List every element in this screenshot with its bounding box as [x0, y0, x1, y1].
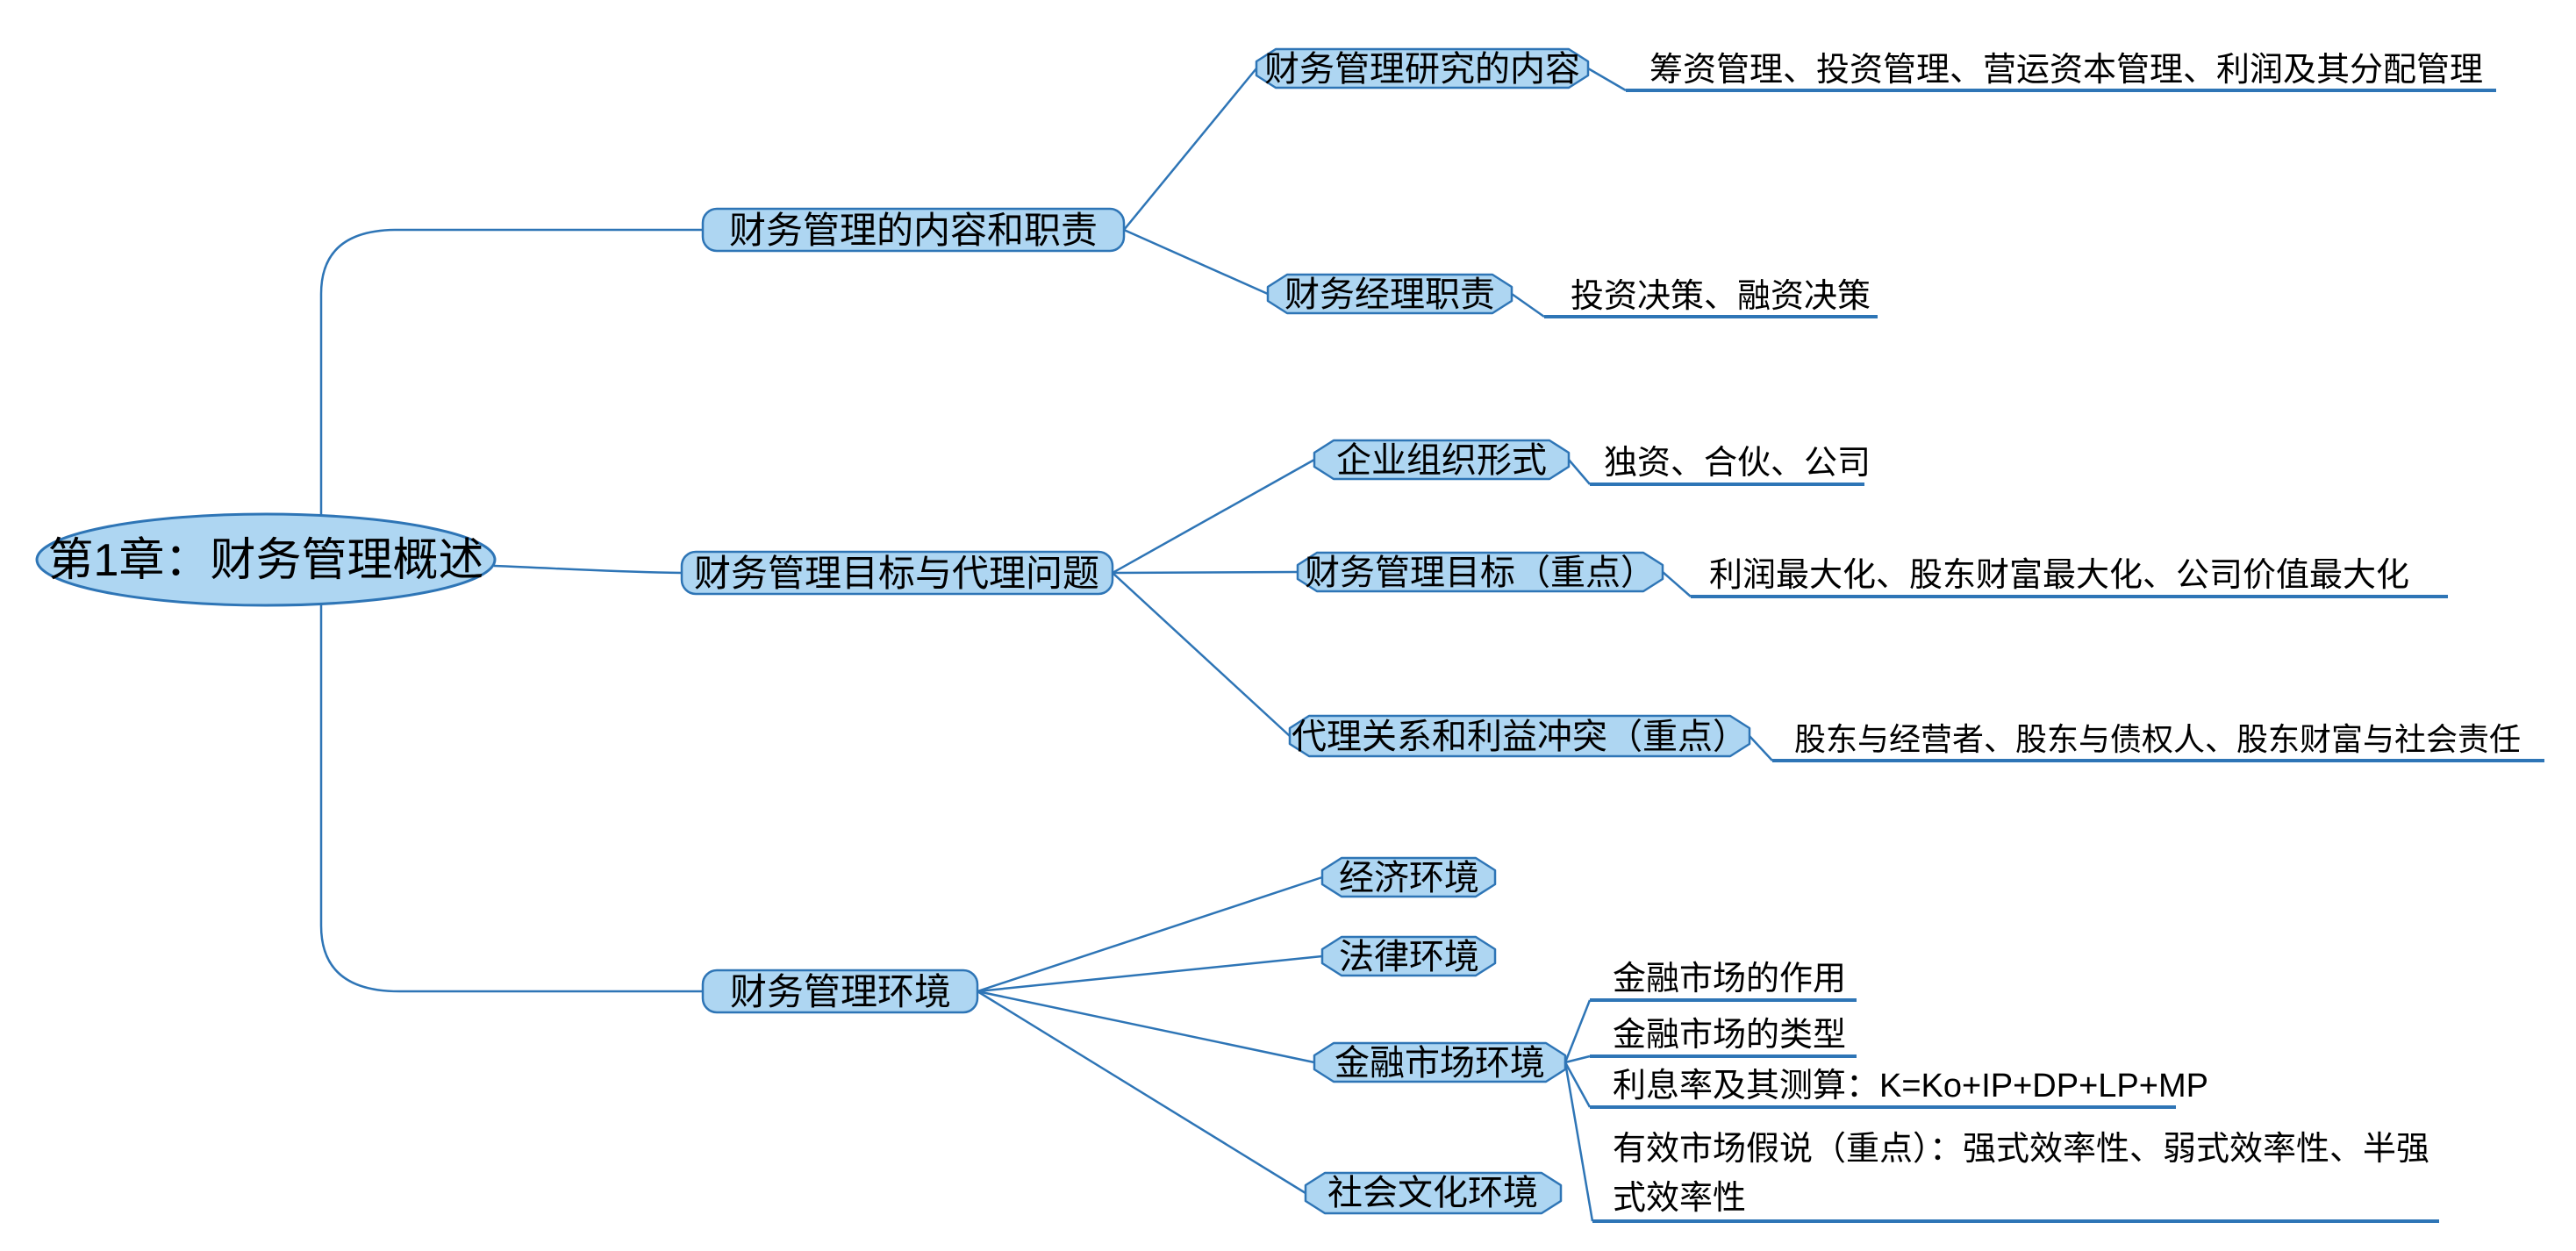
topic-node-label: 经济环境	[1339, 859, 1479, 897]
branch-node-label: 财务管理目标与代理问题	[694, 553, 1099, 594]
root-node-label: 第1章：财务管理概述	[48, 535, 484, 586]
topic-node-agency-conflicts[interactable]: 代理关系和利益冲突（重点）	[1288, 714, 1751, 758]
note-financial-market-role[interactable]: 金融市场的作用	[1563, 961, 1857, 1063]
topic-node-shape[interactable]	[1320, 935, 1497, 977]
note-branch-slant	[1563, 1062, 1594, 1222]
note-topic-fm-goals[interactable]: 利润最大化、股东财富最大化、公司价值最大化	[1662, 557, 2448, 598]
note-text-line-1: 有效市场假说（重点）：强式效率性、弱式效率性、半强	[1613, 1131, 2429, 1168]
connector-branch1-to-child1	[1123, 68, 1257, 231]
note-text: 股东与经营者、股东与债权人、股东财富与社会责任	[1794, 721, 2521, 757]
topic-node-fm-goals[interactable]: 财务管理目标（重点）	[1296, 551, 1664, 593]
note-text: 利息率及其测算：K=Ko+IP+DP+LP+MP	[1613, 1068, 2208, 1104]
note-topic-org-forms[interactable]: 独资、合伙、公司	[1568, 445, 1871, 486]
topic-node-shape[interactable]	[1320, 856, 1497, 898]
topic-node-shape[interactable]	[1313, 439, 1571, 481]
connector-branch3-to-child1	[977, 876, 1323, 993]
topic-node-shape[interactable]	[1313, 1041, 1567, 1083]
connector-root-to-branch-1	[319, 228, 703, 525]
connector-branch2-to-child2	[1112, 570, 1299, 575]
note-financial-market-types[interactable]: 金融市场的类型	[1564, 1017, 1857, 1064]
branch-node-shape[interactable]	[701, 969, 979, 1014]
note-efficient-market-hypothesis[interactable]: 有效市场假说（重点）：强式效率性、弱式效率性、半强 式效率性	[1563, 1062, 2439, 1223]
topic-node-shape[interactable]	[1255, 47, 1590, 89]
topic-node-label: 企业组织形式	[1336, 441, 1547, 480]
topic-node-shape[interactable]	[1266, 273, 1513, 315]
note-topic-agency-conflicts[interactable]: 股东与经营者、股东与债权人、股东财富与社会责任	[1749, 721, 2544, 762]
note-text-line-2: 式效率性	[1613, 1180, 1746, 1217]
connector-branch3-to-child4	[977, 990, 1306, 1195]
topic-node-social-cultural-env[interactable]: 社会文化环境	[1304, 1171, 1563, 1215]
note-text: 投资决策、融资决策	[1571, 278, 1871, 315]
topic-node-shape[interactable]	[1304, 1171, 1563, 1215]
topic-node-shape[interactable]	[1296, 551, 1664, 593]
topic-node-financial-market-env[interactable]: 金融市场环境	[1313, 1041, 1567, 1083]
connector-branch2-to-child1	[1112, 458, 1315, 575]
topic-node-label: 财务管理研究的内容	[1264, 50, 1580, 89]
branch-node-label: 财务管理的内容和职责	[729, 210, 1098, 251]
topic-node-org-forms[interactable]: 企业组织形式	[1313, 439, 1571, 481]
note-topic-research-content[interactable]: 筹资管理、投资管理、营运资本管理、利润及其分配管理	[1587, 52, 2496, 92]
branch-node-content-duties[interactable]: 财务管理的内容和职责	[701, 207, 1126, 253]
topic-node-legal-env[interactable]: 法律环境	[1320, 935, 1497, 977]
note-text: 筹资管理、投资管理、营运资本管理、利润及其分配管理	[1649, 52, 2483, 89]
connector-branch1-to-child2	[1123, 228, 1269, 296]
topic-node-shape[interactable]	[1288, 714, 1751, 758]
topic-node-label: 社会文化环境	[1327, 1174, 1538, 1212]
connector-branch3-to-child2	[977, 954, 1323, 993]
note-branch-slant	[1662, 571, 1692, 597]
branch-node-environment[interactable]: 财务管理环境	[701, 969, 979, 1014]
note-branch-slant	[1587, 67, 1627, 92]
branch-node-label: 财务管理环境	[730, 971, 951, 1012]
topic-node-research-content[interactable]: 财务管理研究的内容	[1255, 47, 1590, 89]
note-branch-slant	[1563, 999, 1592, 1063]
root-node[interactable]: 第1章：财务管理概述	[35, 512, 497, 607]
connector-root-to-branch-2	[493, 564, 683, 575]
note-topic-finance-manager-duties[interactable]: 投资决策、融资决策	[1511, 278, 1878, 318]
note-text: 金融市场的作用	[1613, 961, 1846, 997]
note-interest-rate-formula[interactable]: 利息率及其测算：K=Ko+IP+DP+LP+MP	[1563, 1062, 2208, 1109]
topic-node-economic-env[interactable]: 经济环境	[1320, 856, 1497, 898]
note-text: 独资、合伙、公司	[1604, 445, 1871, 482]
topic-node-label: 财务管理目标（重点）	[1305, 554, 1656, 592]
connector-branch3-to-child3	[977, 990, 1315, 1064]
root-node-shape[interactable]	[35, 512, 497, 607]
branch-node-shape[interactable]	[701, 207, 1126, 253]
connector-root-to-branch-3	[319, 604, 703, 993]
branch-node-shape[interactable]	[680, 550, 1114, 596]
note-branch-slant	[1564, 1054, 1591, 1064]
topic-node-label: 金融市场环境	[1335, 1044, 1545, 1083]
note-branch-slant	[1563, 1062, 1592, 1108]
note-text: 利润最大化、股东财富最大化、公司价值最大化	[1709, 557, 2409, 594]
branch-node-goals-agency[interactable]: 财务管理目标与代理问题	[680, 550, 1114, 596]
connector-branch2-to-child3	[1112, 572, 1291, 737]
note-branch-slant	[1511, 292, 1545, 318]
note-text: 金融市场的类型	[1613, 1017, 1846, 1054]
note-branch-slant	[1749, 735, 1773, 761]
topic-node-finance-manager-duties[interactable]: 财务经理职责	[1266, 273, 1513, 315]
note-branch-slant	[1568, 459, 1591, 485]
topic-node-label: 代理关系和利益冲突（重点）	[1292, 718, 1748, 756]
topic-node-label: 法律环境	[1339, 938, 1479, 976]
topic-node-label: 财务经理职责	[1284, 275, 1495, 314]
